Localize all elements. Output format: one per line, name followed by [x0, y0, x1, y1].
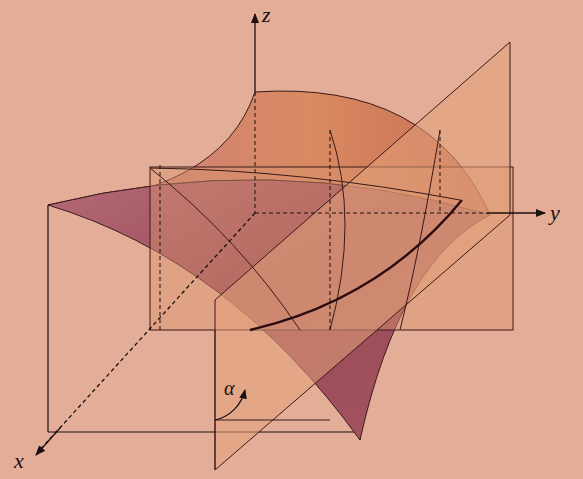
- tilted-plane: [215, 42, 510, 470]
- axis-label: z: [262, 4, 271, 26]
- axes: [36, 14, 545, 455]
- axis-label: y: [550, 202, 560, 224]
- axis-label: x: [14, 450, 24, 472]
- surface-curves: [150, 130, 460, 330]
- angle-label: α: [224, 378, 235, 398]
- hidden-lines: [160, 92, 487, 330]
- intersection-curve: [250, 200, 462, 330]
